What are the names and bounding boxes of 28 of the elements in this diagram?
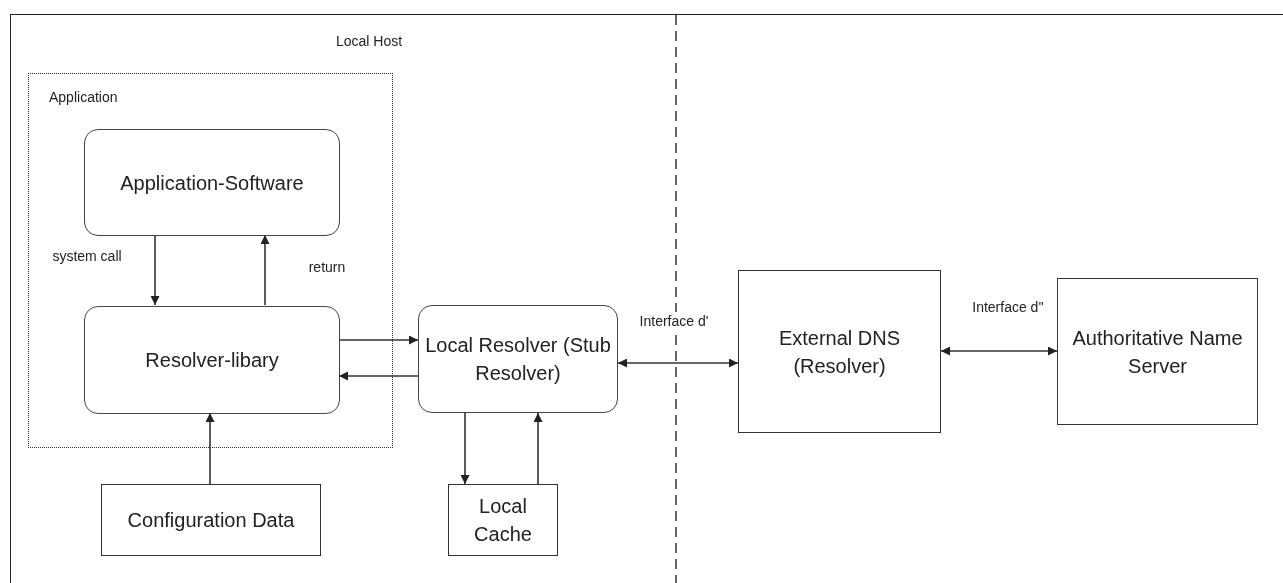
arrow [533, 412, 543, 485]
process-box [84, 306, 340, 414]
arrow [940, 346, 1058, 356]
arrow [205, 412, 215, 485]
node-label: Resolver-libary [145, 348, 279, 373]
edge-label: return [307, 258, 347, 277]
process-box [101, 484, 321, 556]
node-label: Application-Software [120, 170, 304, 196]
process-box [84, 129, 340, 236]
edge-label: system call [51, 247, 123, 266]
arrow [617, 358, 739, 368]
arrow [338, 335, 419, 345]
node-label: Local Resolver (Stub Resolver) [424, 333, 612, 386]
region-label: Local Host [336, 33, 403, 49]
process-box [448, 484, 558, 556]
arrow [260, 234, 270, 306]
node-label: External DNS (Resolver) [777, 325, 902, 379]
process-box [1057, 278, 1258, 425]
arrow [338, 371, 419, 381]
process-box [418, 305, 618, 413]
process-box [738, 270, 941, 433]
group-box [28, 73, 393, 448]
arrow [150, 234, 160, 306]
node-label: Local Cache [473, 494, 533, 547]
node-label: Authoritative Name Server [1071, 325, 1244, 379]
group-label: Application [49, 88, 118, 107]
arrow [460, 412, 470, 485]
node-label: Configuration Data [127, 508, 295, 533]
